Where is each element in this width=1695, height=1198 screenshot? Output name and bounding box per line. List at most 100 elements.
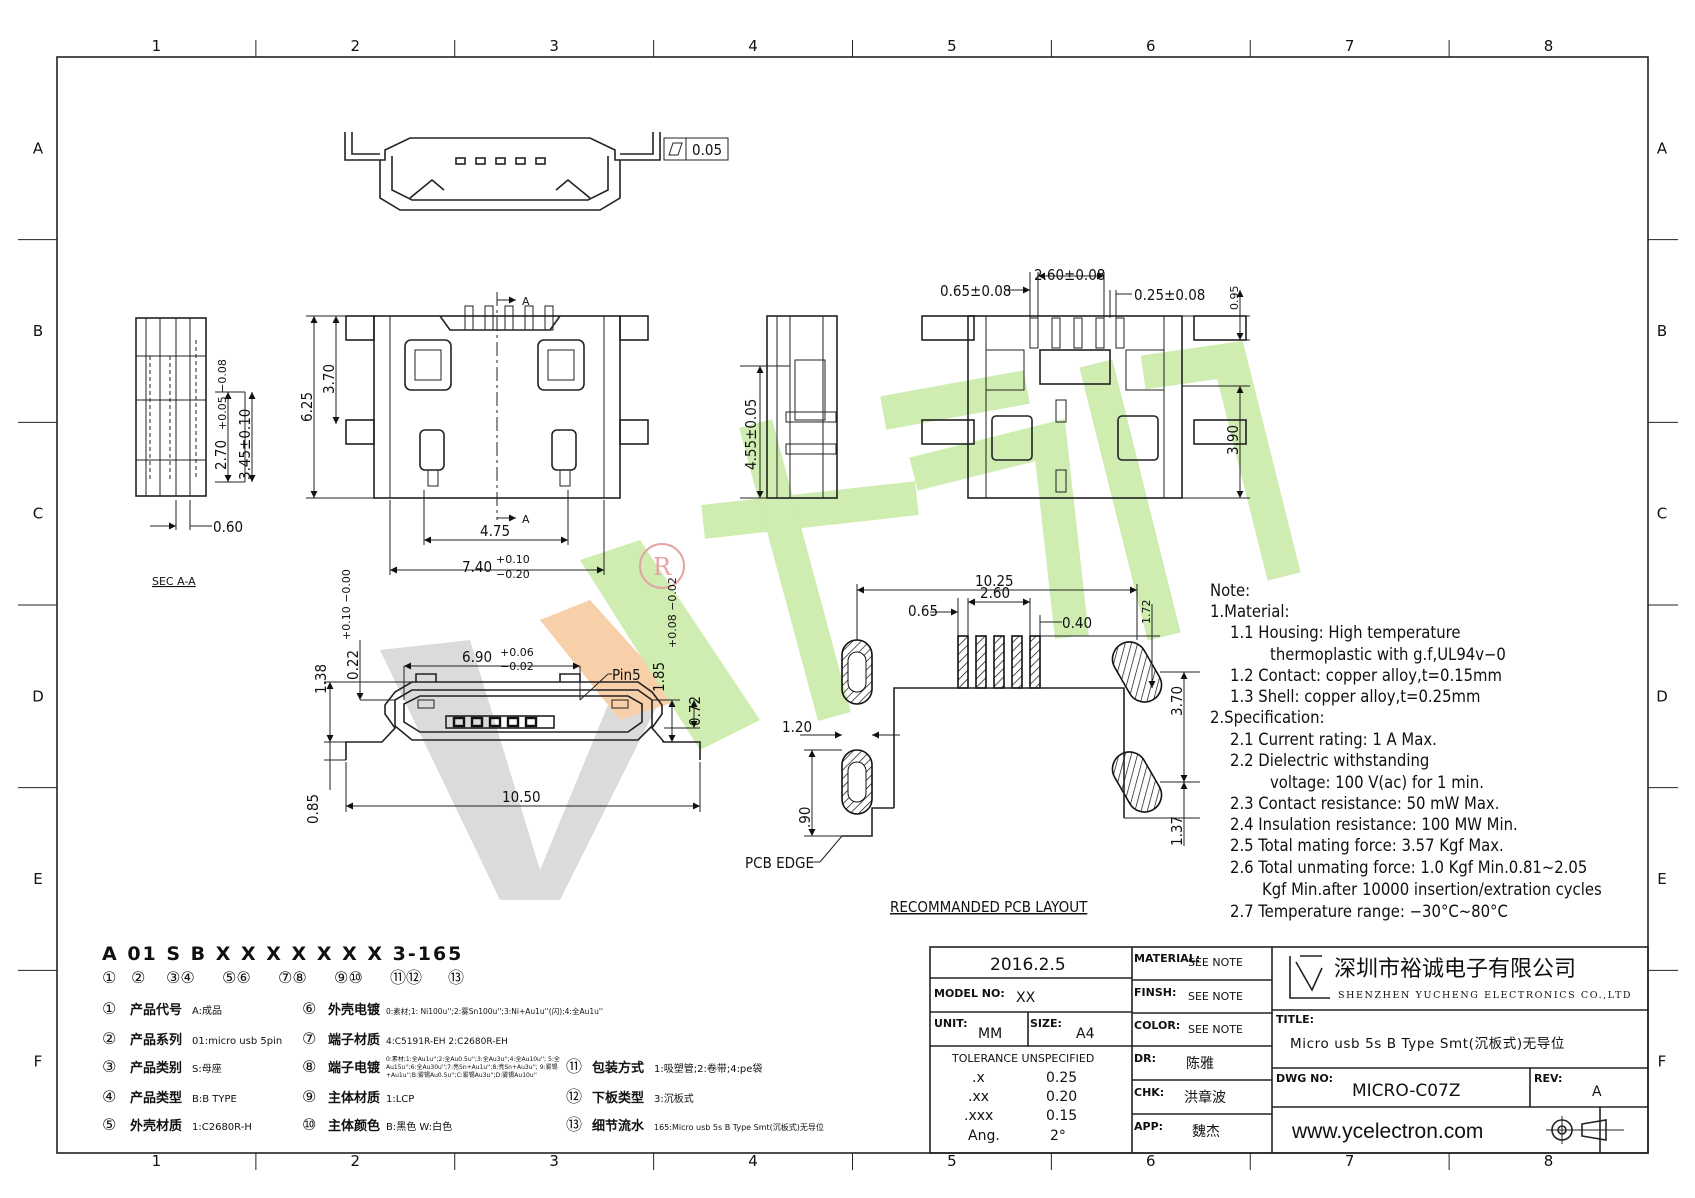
row-label-right-D: D (1656, 687, 1668, 705)
notes-title: Note: (1210, 581, 1250, 600)
note-line-13: 2.6 Total unmating force: 1.0 Kgf Min.0.… (1230, 858, 1587, 877)
legend-11-label: 包装方式 (592, 1060, 644, 1076)
dim-2-70-tol: +0.05 −0.08 (216, 359, 229, 430)
tb-company-en: SHENZHEN YUCHENG ELECTRONICS CO.,LTD (1338, 990, 1632, 1001)
legend-1-num: ① (102, 999, 116, 1018)
dim-3-70: 3.70 (320, 364, 338, 394)
pin5-label: Pin5 (612, 666, 641, 684)
note-line-3: thermoplastic with g.f,UL94v−0 (1270, 645, 1506, 664)
note-line-5: 1.3 Shell: copper alloy,t=0.25mm (1230, 687, 1480, 706)
legend-9-num: ⑨ (302, 1087, 316, 1106)
legend-5-value: 1:C2680R-H (192, 1122, 252, 1133)
legend-4-num: ④ (102, 1087, 116, 1106)
section-mark-a-top: A (522, 295, 530, 308)
legend-10-label: 主体颜色 (328, 1118, 380, 1134)
pcb-dim-0-90: .90 (796, 807, 814, 828)
legend-13-label: 细节流水 (592, 1118, 645, 1134)
part-code-circle-2: ② (131, 968, 145, 987)
note-line-2: 1.1 Housing: High temperature (1230, 623, 1461, 642)
pcb-dim-1-72: 1.72 (1140, 600, 1153, 625)
tb-tol-key-2: .xx (968, 1089, 989, 1105)
row-label-right-C: C (1657, 505, 1667, 523)
part-code-circle-8: ⑬ (448, 968, 464, 987)
part-code-legend: ① 产品代号 A:成品 ② 产品系列 01:micro usb 5pin ③ 产… (102, 999, 824, 1134)
tb-unit-value: MM (978, 1026, 1002, 1042)
row-label-right-E: E (1657, 870, 1666, 888)
col-label-top-7: 7 (1345, 37, 1355, 55)
tb-color-label: COLOR: (1134, 1019, 1180, 1032)
dim-1-38: 1.38 (312, 664, 330, 694)
pcb-dim-10-25: 10.25 (975, 572, 1014, 590)
row-label-left-B: B (33, 322, 43, 340)
projection-symbol-icon (1546, 1116, 1624, 1144)
tb-tol-val-3: 0.15 (1046, 1108, 1077, 1124)
tb-dwg-value: MICRO-C07Z (1352, 1081, 1461, 1101)
dim-6-90-tol-up: +0.06 (500, 646, 534, 659)
tb-tol-val-2: 0.20 (1046, 1089, 1077, 1105)
tb-company-cn: 深圳市裕诚电子有限公司 (1334, 957, 1576, 982)
col-label-top-4: 4 (748, 37, 758, 55)
note-line-1: 1.Material: (1210, 602, 1289, 621)
tb-tol-key-1: .x (972, 1070, 985, 1086)
legend-11-num: ⑪ (566, 1057, 582, 1076)
svg-text:R: R (653, 553, 672, 581)
tb-finish-label: FINSH: (1134, 986, 1176, 999)
front-view: A A 6.25 3.70 4.75 7.40 +0.10 −0.20 (298, 292, 649, 581)
col-label-bottom-7: 7 (1345, 1152, 1355, 1170)
tb-date: 2016.2.5 (990, 955, 1066, 975)
tb-size-label: SIZE: (1030, 1017, 1062, 1030)
col-label-bottom-4: 4 (748, 1152, 758, 1170)
notes-block: Note: 1.Material: 1.1 Housing: High temp… (1210, 581, 1602, 921)
tb-tol-val-1: 0.25 (1046, 1070, 1077, 1086)
legend-9-label: 主体材质 (328, 1090, 380, 1106)
tb-chk-label: CHK: (1134, 1086, 1164, 1099)
pcb-dim-3-70: 3.70 (1168, 686, 1186, 716)
dim-3-90: 3.90 (1224, 425, 1242, 455)
part-code-circle-6: ⑨⑩ (334, 968, 363, 987)
legend-13-value: 165:Micro usb 5s B Type Smt(沉板式)无导位 (654, 1122, 824, 1132)
col-label-bottom-3: 3 (549, 1152, 559, 1170)
dim-1-85: 1.85 (650, 662, 668, 692)
tb-unit-label: UNIT: (934, 1017, 968, 1030)
row-label-left-D: D (32, 687, 44, 705)
col-label-top-2: 2 (351, 37, 361, 55)
legend-6-num: ⑥ (302, 999, 316, 1018)
registered-mark (639, 543, 685, 589)
section-label: SEC A-A (152, 575, 196, 588)
dim-7-40-tol-dn: −0.20 (496, 568, 530, 581)
legend-4-value: B:B TYPE (192, 1094, 237, 1105)
legend-6-value: 0:素材;1: Ni100u'';2:雾Sn100u'';3:Ni+Au1u''… (386, 1006, 603, 1016)
part-code-string: A 01 S B X X X X X X X 3-165 (102, 943, 463, 965)
tb-title-value: Micro usb 5s B Type Smt(沉板式)无导位 (1290, 1036, 1565, 1052)
title-block: 2016.2.5 MODEL NO: XX UNIT: MM SIZE: A4 … (929, 946, 1649, 1154)
col-label-bottom-2: 2 (351, 1152, 361, 1170)
col-label-bottom-8: 8 (1544, 1152, 1554, 1170)
dim-7-40: 7.40 (462, 558, 492, 576)
bottom-view: 0.65±0.08 2.60±0.08 0.25±0.08 0.95 3.90 (921, 266, 1250, 499)
tb-rev-label: REV: (1534, 1072, 1562, 1085)
row-label-right-F: F (1658, 1053, 1667, 1071)
dim-4-75: 4.75 (480, 522, 510, 540)
legend-2-label: 产品系列 (130, 1032, 182, 1048)
mating-face-view: 6.90 +0.06 −0.02 Pin5 1.38 0.22 +0.10 −0… (304, 569, 704, 824)
part-code-circle-7: ⑪⑫ (390, 968, 422, 987)
dim-1-85-tol: +0.08 −0.02 (666, 577, 679, 648)
note-line-4: 1.2 Contact: copper alloy,t=0.15mm (1230, 666, 1502, 685)
legend-3-label: 产品类别 (130, 1060, 182, 1076)
row-label-right-B: B (1657, 322, 1667, 340)
part-code-circle-5: ⑦⑧ (278, 968, 307, 987)
note-line-6: 2.Specification: (1210, 708, 1324, 727)
section-view: 2.70 +0.05 −0.08 3.45±0.10 0.60 SEC A-A (135, 317, 256, 588)
note-line-7: 2.1 Current rating: 1 A Max. (1230, 730, 1437, 749)
col-label-top-6: 6 (1146, 37, 1156, 55)
dim-3-45: 3.45±0.10 (236, 409, 254, 480)
dim-0-95: 0.95 (1228, 286, 1241, 311)
legend-7-label: 端子材质 (328, 1032, 380, 1048)
dim-0-60: 0.60 (213, 518, 243, 536)
tb-website: www.ycelectron.com (1291, 1120, 1483, 1143)
legend-10-num: ⑩ (302, 1115, 316, 1134)
dim-2-60-bottom: 2.60±0.08 (1034, 266, 1105, 284)
legend-4-label: 产品类型 (130, 1090, 182, 1106)
dim-4-55: 4.55±0.05 (742, 399, 760, 470)
part-code-circle-3: ③④ (166, 968, 195, 987)
